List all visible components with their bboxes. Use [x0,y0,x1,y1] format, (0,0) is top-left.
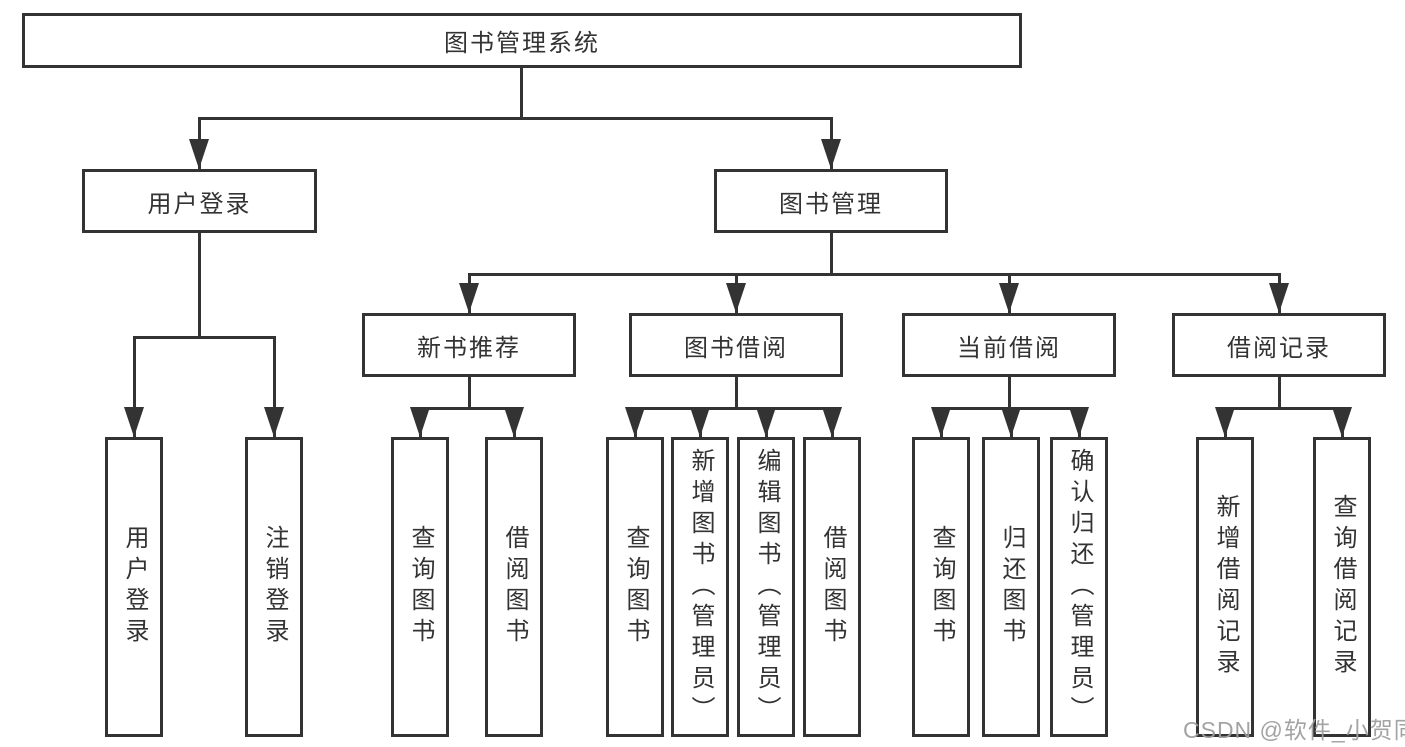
arrowhead-down-icon [821,139,841,169]
node-label: 借阅记录 [1227,334,1331,362]
node-borrowing-records: 借阅记录 [1172,313,1386,377]
connector-line [198,117,833,120]
connector-line [634,407,833,410]
leaf-query-books-current: 查询图书 [912,437,970,737]
connector-line [133,336,136,437]
leaf-query-borrow-record: 查询借阅记录 [1313,437,1371,737]
leaf-label: 查询图书 [928,525,955,649]
leaf-logout: 注销登录 [245,437,303,737]
watermark: CSDN @软件_小贺同学 [1183,717,1405,743]
leaf-label: 查询借阅记录 [1329,494,1356,680]
connector-line [468,273,1281,276]
leaf-label: 注销登录 [261,525,288,649]
arrowhead-down-icon [756,407,776,437]
node-book-management: 图书管理 [714,169,948,233]
leaf-label: 查询图书 [622,525,649,649]
node-current-borrowing: 当前借阅 [902,313,1116,377]
arrowhead-down-icon [1069,407,1089,437]
connector-line [735,377,738,407]
leaf-add-borrow-record: 新增借阅记录 [1196,437,1254,737]
connector-line [1008,377,1011,407]
arrowhead-down-icon [690,407,710,437]
leaf-label: 确认归还（管理员） [1066,447,1093,727]
connector-line [273,336,276,437]
arrowhead-down-icon [504,407,524,437]
arrowhead-down-icon [410,407,430,437]
leaf-query-books-borrowing: 查询图书 [606,437,664,737]
connector-line [198,233,201,336]
arrowhead-down-icon [726,283,746,313]
leaf-label: 新增借阅记录 [1212,494,1239,680]
arrowhead-down-icon [931,407,951,437]
leaf-label: 借阅图书 [819,525,846,649]
leaf-user-login: 用户登录 [105,437,163,737]
arrowhead-down-icon [189,139,209,169]
connector-line [830,233,833,273]
arrowhead-down-icon [1269,283,1289,313]
connector-line [1278,377,1281,407]
node-new-book-recommendation: 新书推荐 [362,313,576,377]
leaf-label: 归还图书 [998,525,1025,649]
arrowhead-down-icon [459,283,479,313]
leaf-return-books: 归还图书 [982,437,1040,737]
leaf-confirm-return-admin: 确认归还（管理员） [1050,437,1108,737]
arrowhead-down-icon [822,407,842,437]
node-label: 图书借阅 [684,334,788,362]
node-library-management-system: 图书管理系统 [22,13,1022,68]
arrowhead-down-icon [1001,407,1021,437]
connector-line [133,336,275,339]
leaf-label: 编辑图书（管理员） [753,447,780,727]
leaf-label: 用户登录 [121,525,148,649]
arrowhead-down-icon [1215,407,1235,437]
node-label: 新书推荐 [417,334,521,362]
arrowhead-down-icon [264,407,284,437]
arrowhead-down-icon [999,283,1019,313]
leaf-edit-book-admin: 编辑图书（管理员） [737,437,795,737]
leaf-borrow-books-borrowing: 借阅图书 [803,437,861,737]
leaf-label: 新增图书（管理员） [687,447,714,727]
leaf-label: 查询图书 [407,525,434,649]
connector-line [468,377,471,407]
node-label: 图书管理系统 [444,30,600,57]
node-user-login: 用户登录 [82,169,317,233]
arrowhead-down-icon [124,407,144,437]
node-book-borrowing: 图书借阅 [629,313,843,377]
leaf-query-books-recommendation: 查询图书 [391,437,449,737]
node-label: 图书管理 [779,190,883,218]
leaf-add-book-admin: 新增图书（管理员） [671,437,729,737]
leaf-borrow-books-recommendation: 借阅图书 [485,437,543,737]
connector-line [520,68,523,117]
arrowhead-down-icon [1332,407,1352,437]
arrowhead-down-icon [625,407,645,437]
node-label: 当前借阅 [957,334,1061,362]
leaf-label: 借阅图书 [501,525,528,649]
node-label: 用户登录 [147,190,252,218]
connector-line [419,407,516,410]
connector-line [1224,407,1343,410]
